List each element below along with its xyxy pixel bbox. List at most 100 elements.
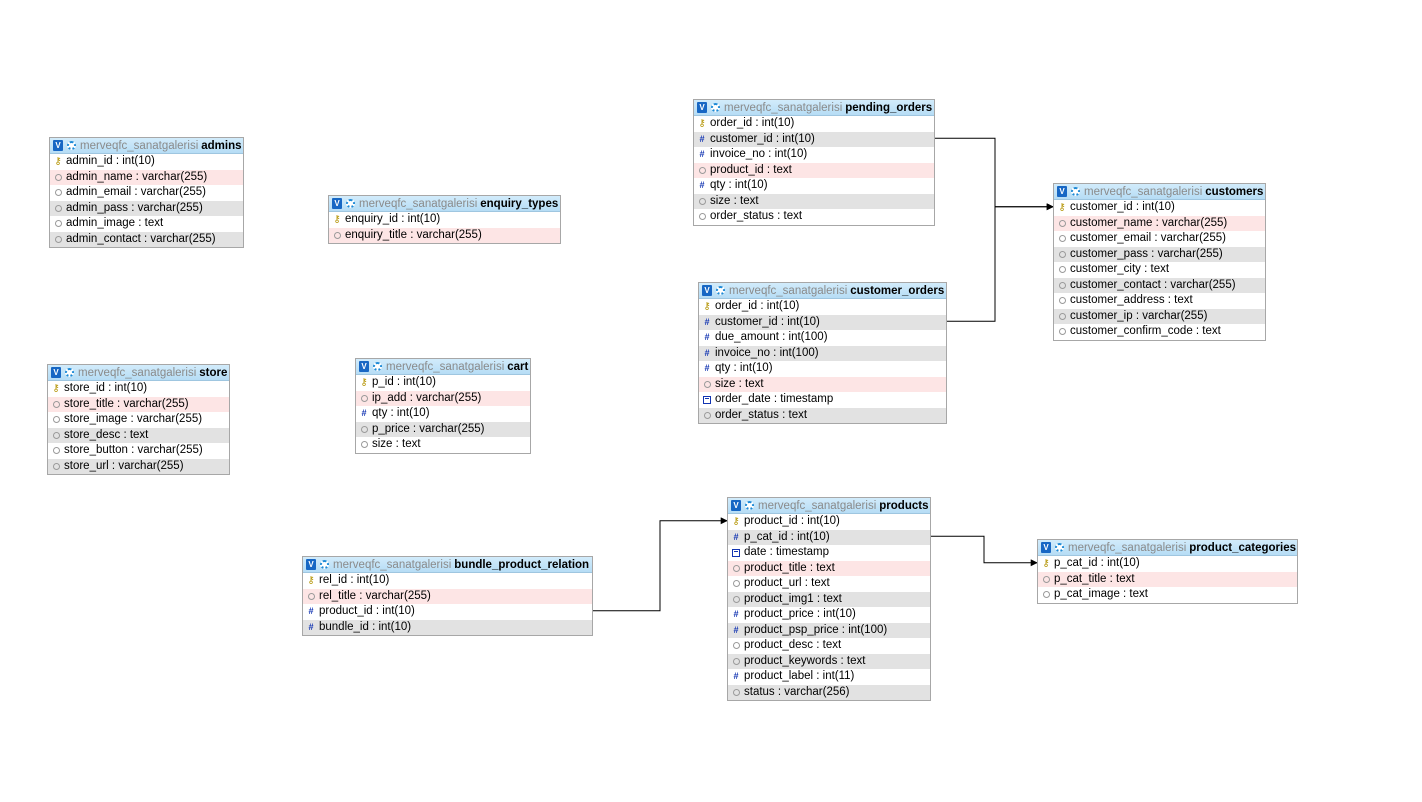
column-row[interactable]: ip_add : varchar(255) bbox=[356, 390, 530, 406]
column-row[interactable]: date : timestamp bbox=[728, 545, 930, 561]
collapse-toggle-icon[interactable]: V bbox=[332, 198, 342, 209]
column-row[interactable]: size : text bbox=[356, 437, 530, 453]
column-row[interactable]: ⚷store_id : int(10) bbox=[48, 381, 229, 397]
column-row[interactable]: #qty : int(10) bbox=[356, 406, 530, 422]
collapse-toggle-icon[interactable]: V bbox=[697, 102, 707, 113]
column-row[interactable]: customer_ip : varchar(255) bbox=[1054, 308, 1265, 324]
column-row[interactable]: ⚷order_id : int(10) bbox=[699, 299, 946, 315]
table-options-gear-icon[interactable] bbox=[67, 141, 76, 150]
column-row[interactable]: product_url : text bbox=[728, 576, 930, 592]
column-row[interactable]: customer_contact : varchar(255) bbox=[1054, 277, 1265, 293]
column-row[interactable]: #product_label : int(11) bbox=[728, 669, 930, 685]
column-row[interactable]: admin_email : varchar(255) bbox=[50, 185, 243, 201]
column-row[interactable]: store_image : varchar(255) bbox=[48, 412, 229, 428]
column-row[interactable]: #product_psp_price : int(100) bbox=[728, 622, 930, 638]
column-row[interactable]: #invoice_no : int(100) bbox=[699, 345, 946, 361]
collapse-toggle-icon[interactable]: V bbox=[359, 361, 369, 372]
column-row[interactable]: #customer_id : int(10) bbox=[694, 131, 934, 147]
table-options-gear-icon[interactable] bbox=[716, 286, 725, 295]
column-row[interactable]: admin_contact : varchar(255) bbox=[50, 231, 243, 247]
column-row[interactable]: #bundle_id : int(10) bbox=[303, 619, 592, 635]
column-row[interactable]: store_url : varchar(255) bbox=[48, 458, 229, 474]
column-row[interactable]: admin_pass : varchar(255) bbox=[50, 200, 243, 216]
column-row[interactable]: ⚷product_id : int(10) bbox=[728, 514, 930, 530]
table-options-gear-icon[interactable] bbox=[65, 368, 74, 377]
collapse-toggle-icon[interactable]: V bbox=[731, 500, 741, 511]
column-row[interactable]: rel_title : varchar(255) bbox=[303, 588, 592, 604]
column-row[interactable]: p_price : varchar(255) bbox=[356, 421, 530, 437]
collapse-toggle-icon[interactable]: V bbox=[702, 285, 712, 296]
table-options-gear-icon[interactable] bbox=[745, 501, 754, 510]
column-row[interactable]: ⚷p_id : int(10) bbox=[356, 375, 530, 391]
column-row[interactable]: customer_city : text bbox=[1054, 262, 1265, 278]
column-row[interactable]: ⚷order_id : int(10) bbox=[694, 116, 934, 132]
column-row[interactable]: #qty : int(10) bbox=[694, 178, 934, 194]
column-row[interactable]: #due_amount : int(100) bbox=[699, 330, 946, 346]
column-row[interactable]: store_desc : text bbox=[48, 427, 229, 443]
table-options-gear-icon[interactable] bbox=[373, 362, 382, 371]
column-row[interactable]: store_title : varchar(255) bbox=[48, 396, 229, 412]
column-row[interactable]: customer_confirm_code : text bbox=[1054, 324, 1265, 340]
column-row[interactable]: order_date : timestamp bbox=[699, 392, 946, 408]
column-row[interactable]: customer_pass : varchar(255) bbox=[1054, 246, 1265, 262]
column-row[interactable]: ⚷rel_id : int(10) bbox=[303, 573, 592, 589]
collapse-toggle-icon[interactable]: V bbox=[53, 140, 63, 151]
column-row[interactable]: ⚷admin_id : int(10) bbox=[50, 154, 243, 170]
column-row[interactable]: ⚷enquiry_id : int(10) bbox=[329, 212, 560, 228]
column-row[interactable]: size : text bbox=[694, 193, 934, 209]
column-row[interactable]: p_cat_image : text bbox=[1038, 587, 1297, 603]
column-row[interactable]: #qty : int(10) bbox=[699, 361, 946, 377]
table-options-gear-icon[interactable] bbox=[1055, 543, 1064, 552]
column-row[interactable]: #invoice_no : int(10) bbox=[694, 147, 934, 163]
column-row[interactable]: status : varchar(256) bbox=[728, 684, 930, 700]
column-row[interactable]: customer_email : varchar(255) bbox=[1054, 231, 1265, 247]
collapse-toggle-icon[interactable]: V bbox=[1057, 186, 1067, 197]
column-row[interactable]: product_img1 : text bbox=[728, 591, 930, 607]
table-options-gear-icon[interactable] bbox=[711, 103, 720, 112]
column-row[interactable]: ⚷p_cat_id : int(10) bbox=[1038, 556, 1297, 572]
column-row[interactable]: product_keywords : text bbox=[728, 653, 930, 669]
column-row[interactable]: #product_price : int(10) bbox=[728, 607, 930, 623]
collapse-toggle-icon[interactable]: V bbox=[1041, 542, 1051, 553]
column-row[interactable]: admin_name : varchar(255) bbox=[50, 169, 243, 185]
column-row[interactable]: store_button : varchar(255) bbox=[48, 443, 229, 459]
column-row[interactable]: order_status : text bbox=[694, 209, 934, 225]
table-options-gear-icon[interactable] bbox=[1071, 187, 1080, 196]
table-options-gear-icon[interactable] bbox=[320, 560, 329, 569]
column-row[interactable]: product_id : text bbox=[694, 162, 934, 178]
column-row[interactable]: enquiry_title : varchar(255) bbox=[329, 227, 560, 243]
table-options-gear-icon[interactable] bbox=[346, 199, 355, 208]
collapse-toggle-icon[interactable]: V bbox=[51, 367, 61, 378]
collapse-toggle-icon[interactable]: V bbox=[306, 559, 316, 570]
column-row[interactable]: product_title : text bbox=[728, 560, 930, 576]
column-row[interactable]: #product_id : int(10) bbox=[303, 604, 592, 620]
column-row[interactable]: customer_name : varchar(255) bbox=[1054, 215, 1265, 231]
column-row[interactable]: customer_address : text bbox=[1054, 293, 1265, 309]
column-row[interactable]: order_status : text bbox=[699, 407, 946, 423]
column-row[interactable]: admin_image : text bbox=[50, 216, 243, 232]
column-row[interactable]: #customer_id : int(10) bbox=[699, 314, 946, 330]
column-row[interactable]: product_desc : text bbox=[728, 638, 930, 654]
column-row[interactable]: p_cat_title : text bbox=[1038, 571, 1297, 587]
column-row[interactable]: ⚷customer_id : int(10) bbox=[1054, 200, 1265, 216]
